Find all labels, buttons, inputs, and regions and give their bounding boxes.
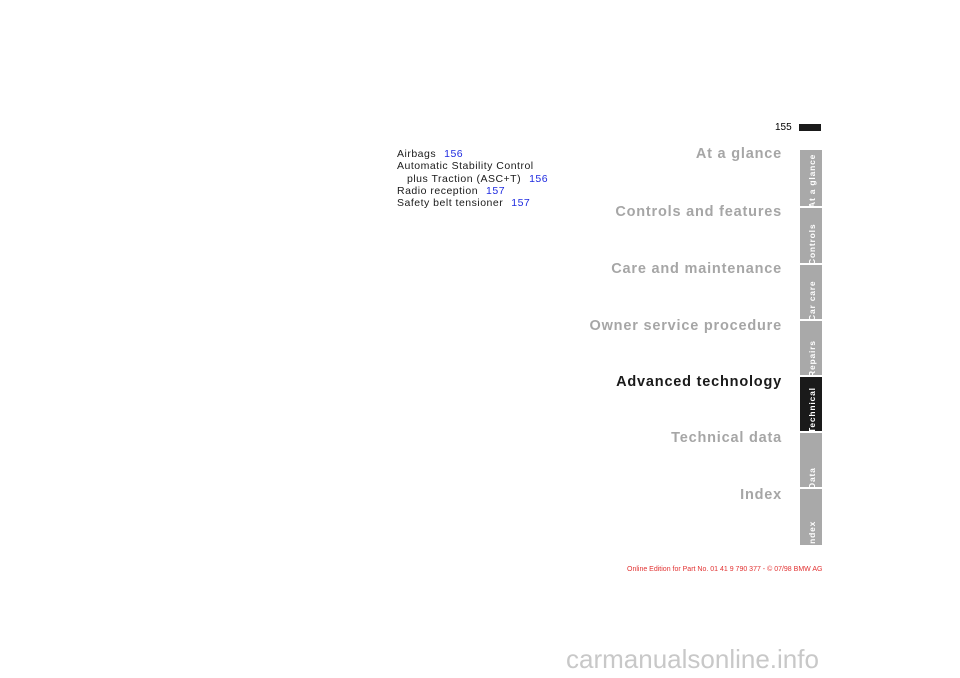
tab-label: Repairs	[807, 340, 817, 377]
toc-entry-airbags[interactable]: Airbags 156	[397, 148, 548, 160]
toc-entry-belt[interactable]: Safety belt tensioner 157	[397, 197, 548, 209]
toc-page-link[interactable]: 157	[486, 184, 506, 197]
tab-label: Controls	[807, 223, 817, 265]
toc-entry-asc-continued[interactable]: plus Traction (ASC+T) 156	[397, 173, 548, 185]
toc-entry-label: Safety belt tensioner	[397, 197, 504, 210]
tab-index[interactable]: Index	[800, 489, 822, 547]
section-title-index[interactable]: Index	[740, 487, 782, 503]
tab-label: Index	[807, 520, 817, 547]
tab-data[interactable]: Data	[800, 433, 822, 489]
tab-technical[interactable]: Technical	[800, 377, 822, 433]
tab-label: At a glance	[807, 153, 817, 208]
section-title-care[interactable]: Care and maintenance	[611, 261, 782, 277]
edition-footer: Online Edition for Part No. 01 41 9 790 …	[627, 566, 823, 573]
tab-label: Car care	[807, 280, 817, 321]
page-number: 155	[775, 122, 792, 133]
toc-page-link[interactable]: 157	[511, 197, 531, 210]
section-title-service[interactable]: Owner service procedure	[589, 318, 782, 334]
section-title-controls[interactable]: Controls and features	[615, 204, 782, 220]
tab-repairs[interactable]: Repairs	[800, 321, 822, 377]
tab-at-a-glance[interactable]: At a glance	[800, 150, 822, 208]
watermark: carmanualsonline.info	[566, 644, 819, 674]
toc-entry-label: Radio reception	[397, 184, 479, 197]
section-title-at-a-glance[interactable]: At a glance	[695, 146, 782, 162]
contents-list: Airbags 156 Automatic Stability Control p…	[397, 148, 548, 209]
tab-controls[interactable]: Controls	[800, 208, 822, 265]
page-marker	[799, 124, 821, 131]
toc-page-link[interactable]: 156	[444, 148, 464, 160]
toc-entry-radio[interactable]: Radio reception 157	[397, 185, 548, 197]
toc-entry-asc[interactable]: Automatic Stability Control	[397, 160, 548, 172]
tab-label: Data	[807, 467, 817, 489]
toc-entry-label: plus Traction (ASC+T)	[407, 172, 522, 185]
tab-car-care[interactable]: Car care	[800, 265, 822, 321]
toc-page-link[interactable]: 156	[529, 172, 549, 185]
section-title-technology[interactable]: Advanced technology	[616, 374, 782, 390]
toc-entry-label: Automatic Stability Control	[397, 160, 534, 173]
section-title-technical-data[interactable]: Technical data	[671, 430, 782, 446]
toc-entry-label: Airbags	[397, 148, 437, 160]
tab-label: Technical	[807, 387, 817, 433]
